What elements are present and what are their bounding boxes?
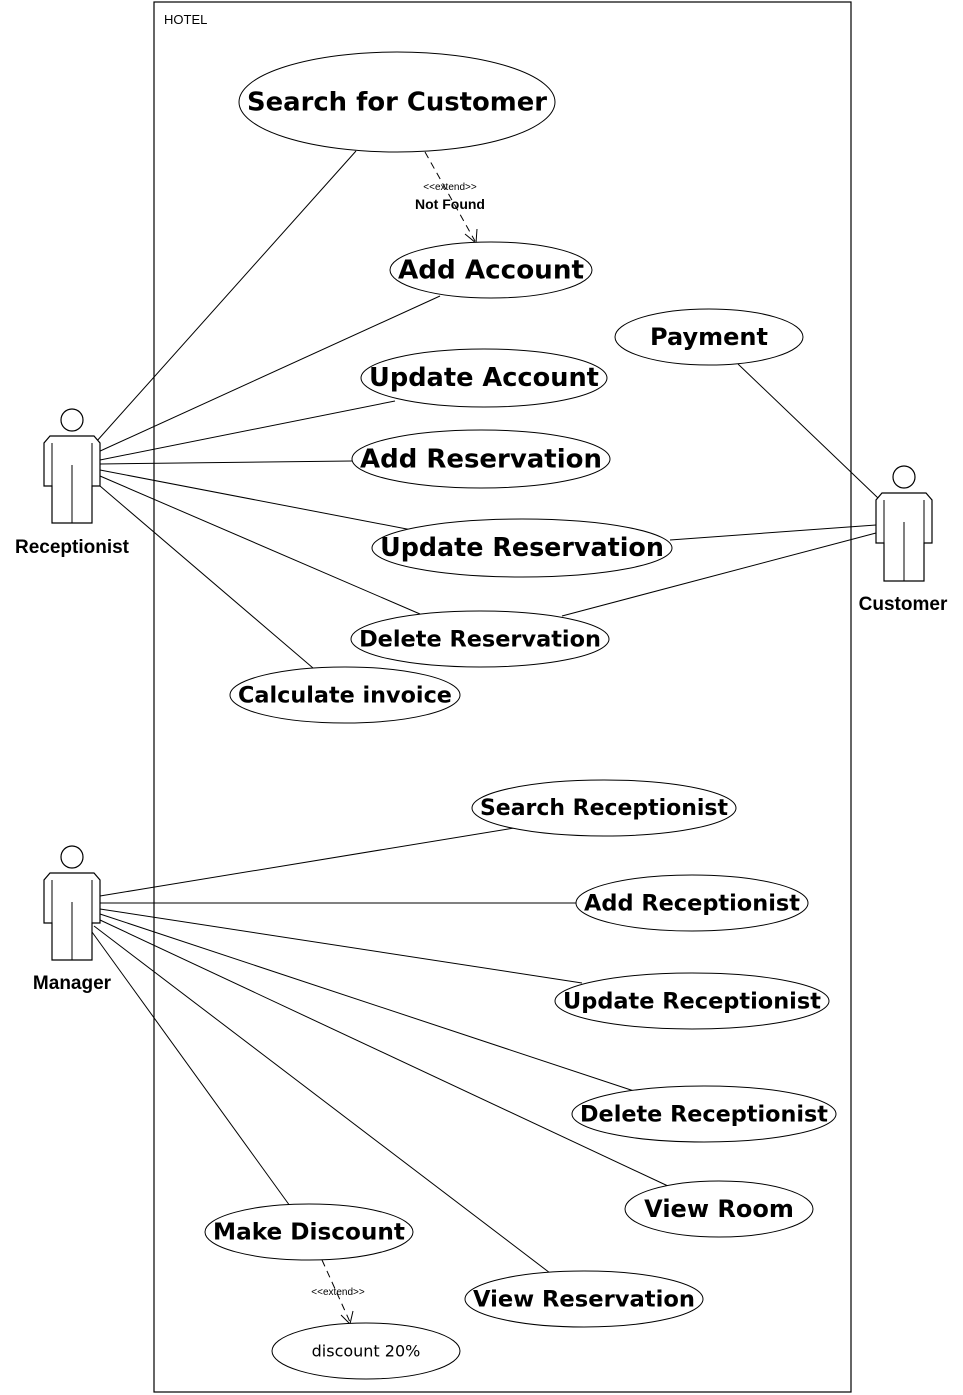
extend-stereotype-1: <<extend>>: [423, 182, 477, 193]
use-case-label: Search for Customer: [247, 88, 547, 118]
assoc-manager-view-room: [99, 919, 669, 1187]
use-case-label: Update Receptionist: [563, 989, 821, 1015]
extend-line-1: [424, 151, 476, 242]
assoc-receptionist-add-account: [97, 295, 441, 453]
use-case-label: Calculate invoice: [238, 683, 452, 709]
assoc-customer-payment: [737, 363, 879, 499]
use-case-delete-receptionist[interactable]: Delete Receptionist: [571, 1085, 837, 1143]
actor-customer[interactable]: Customer: [859, 465, 948, 615]
use-case-label: Add Reservation: [360, 445, 602, 475]
use-case-label: Payment: [650, 323, 768, 351]
use-case-make-discount[interactable]: Make Discount: [204, 1203, 414, 1261]
use-case-label: Delete Receptionist: [580, 1102, 828, 1128]
manager-associations: [91, 827, 669, 1274]
use-case-update-receptionist[interactable]: Update Receptionist: [554, 972, 830, 1030]
assoc-customer-delete-reservation: [561, 532, 877, 617]
assoc-receptionist-add-reservation: [99, 460, 353, 465]
assoc-customer-update-reservation: [669, 524, 877, 541]
assoc-manager-view-reservation: [93, 925, 551, 1274]
customer-associations: [561, 363, 879, 617]
actor-label: Receptionist: [15, 537, 130, 558]
actor-label: Customer: [859, 594, 948, 615]
receptionist-associations: [95, 150, 441, 669]
assoc-receptionist-search-customer: [95, 150, 357, 443]
assoc-manager-update-receptionist: [99, 908, 583, 984]
use-case-search-customer[interactable]: Search for Customer: [238, 51, 556, 153]
assoc-receptionist-delete-reservation: [99, 475, 421, 615]
use-case-label: Delete Reservation: [359, 627, 601, 653]
assoc-manager-delete-receptionist: [99, 913, 635, 1092]
use-case-label: Update Reservation: [380, 532, 664, 562]
use-case-label: View Reservation: [473, 1287, 695, 1313]
use-case-update-account[interactable]: Update Account: [360, 348, 608, 408]
actor-figure-icon: [43, 845, 101, 961]
extend-relation-not-found: <<extend>> Not Found: [415, 151, 485, 244]
use-case-add-receptionist[interactable]: Add Receptionist: [575, 874, 809, 932]
assoc-manager-make-discount: [91, 931, 291, 1207]
use-case-payment[interactable]: Payment: [614, 308, 804, 366]
use-case-label: Add Receptionist: [584, 891, 800, 917]
actor-receptionist[interactable]: Receptionist: [15, 408, 130, 558]
system-title: HOTEL: [164, 12, 207, 27]
actor-figure-icon: [875, 465, 933, 582]
extend-arrowhead-2: [340, 1310, 354, 1325]
use-case-view-reservation[interactable]: View Reservation: [464, 1270, 704, 1328]
use-case-label: View Room: [644, 1195, 794, 1223]
actor-label: Manager: [33, 973, 112, 994]
system-boundary: [153, 1, 852, 1393]
use-case-calculate-invoice[interactable]: Calculate invoice: [229, 666, 461, 724]
assoc-receptionist-update-reservation: [99, 469, 413, 531]
extend-stereotype-2: <<extend>>: [311, 1287, 365, 1298]
use-case-label: discount 20%: [312, 1342, 421, 1361]
extend-condition: Not Found: [415, 196, 485, 212]
use-case-search-receptionist[interactable]: Search Receptionist: [471, 779, 737, 837]
use-case-label: Search Receptionist: [480, 796, 728, 821]
actor-figure-icon: [43, 408, 101, 524]
assoc-manager-search-receptionist: [99, 827, 515, 897]
use-case-label: Make Discount: [213, 1219, 405, 1246]
extend-relation-discount: <<extend>>: [311, 1259, 365, 1325]
use-case-add-account[interactable]: Add Account: [389, 241, 593, 299]
use-case-delete-reservation[interactable]: Delete Reservation: [350, 610, 610, 668]
use-case-update-reservation[interactable]: Update Reservation: [371, 518, 673, 578]
extend-arrowhead-1: [464, 228, 478, 244]
assoc-receptionist-update-account: [99, 400, 396, 461]
actor-manager[interactable]: Manager: [33, 845, 112, 994]
use-case-label: Update Account: [369, 363, 599, 393]
assoc-receptionist-calculate-invoice: [99, 485, 314, 669]
use-case-view-room[interactable]: View Room: [624, 1180, 814, 1238]
use-case-discount[interactable]: discount 20%: [271, 1322, 461, 1380]
use-case-label: Add Account: [398, 256, 584, 286]
use-case-add-reservation[interactable]: Add Reservation: [351, 429, 611, 489]
